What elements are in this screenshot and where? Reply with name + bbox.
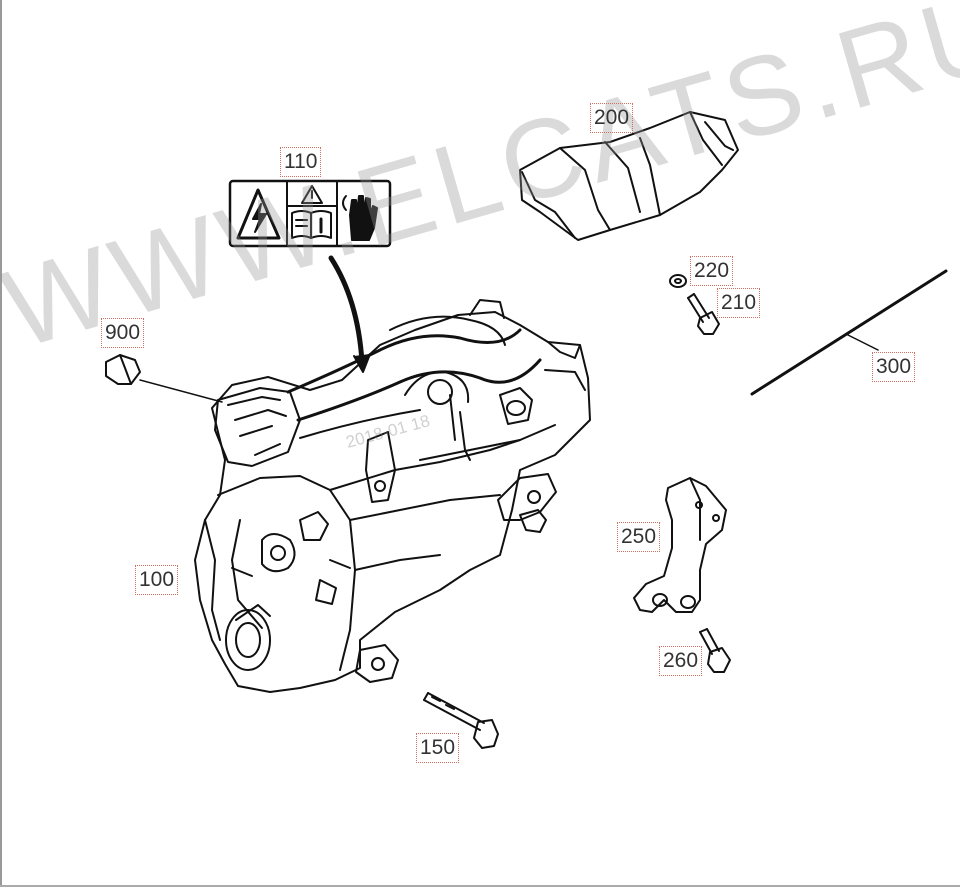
callout-300[interactable]: 300 — [872, 352, 916, 382]
washer-part[interactable] — [669, 274, 687, 288]
caution-triangle-icon — [301, 185, 323, 204]
callout-200[interactable]: 200 — [590, 103, 634, 133]
frame-bottom-border — [0, 885, 960, 887]
line-part-300[interactable] — [750, 269, 948, 396]
callout-260[interactable]: 260 — [659, 646, 703, 676]
clip-part-900[interactable] — [105, 354, 223, 403]
bolt-210-part[interactable] — [687, 293, 720, 335]
callout-150[interactable]: 150 — [416, 733, 460, 763]
callout-100[interactable]: 100 — [135, 565, 179, 595]
callout-220[interactable]: 220 — [690, 256, 734, 286]
callout-210[interactable]: 210 — [717, 288, 761, 318]
compressor-part[interactable] — [194, 299, 591, 693]
callout-110[interactable]: 110 — [280, 147, 322, 177]
frame-left-border — [0, 0, 2, 887]
bolt-260-part[interactable] — [699, 628, 731, 673]
air-duct-part[interactable] — [519, 111, 739, 241]
warning-label-part[interactable] — [228, 179, 392, 248]
manual-info-icon — [291, 210, 332, 239]
bolt-150-part[interactable] — [423, 692, 499, 749]
hand-warning-icon — [342, 195, 378, 241]
bracket-part-250[interactable] — [633, 477, 727, 613]
electrical-hazard-icon — [236, 188, 281, 240]
callout-900[interactable]: 900 — [101, 318, 145, 348]
callout-250[interactable]: 250 — [617, 522, 661, 552]
